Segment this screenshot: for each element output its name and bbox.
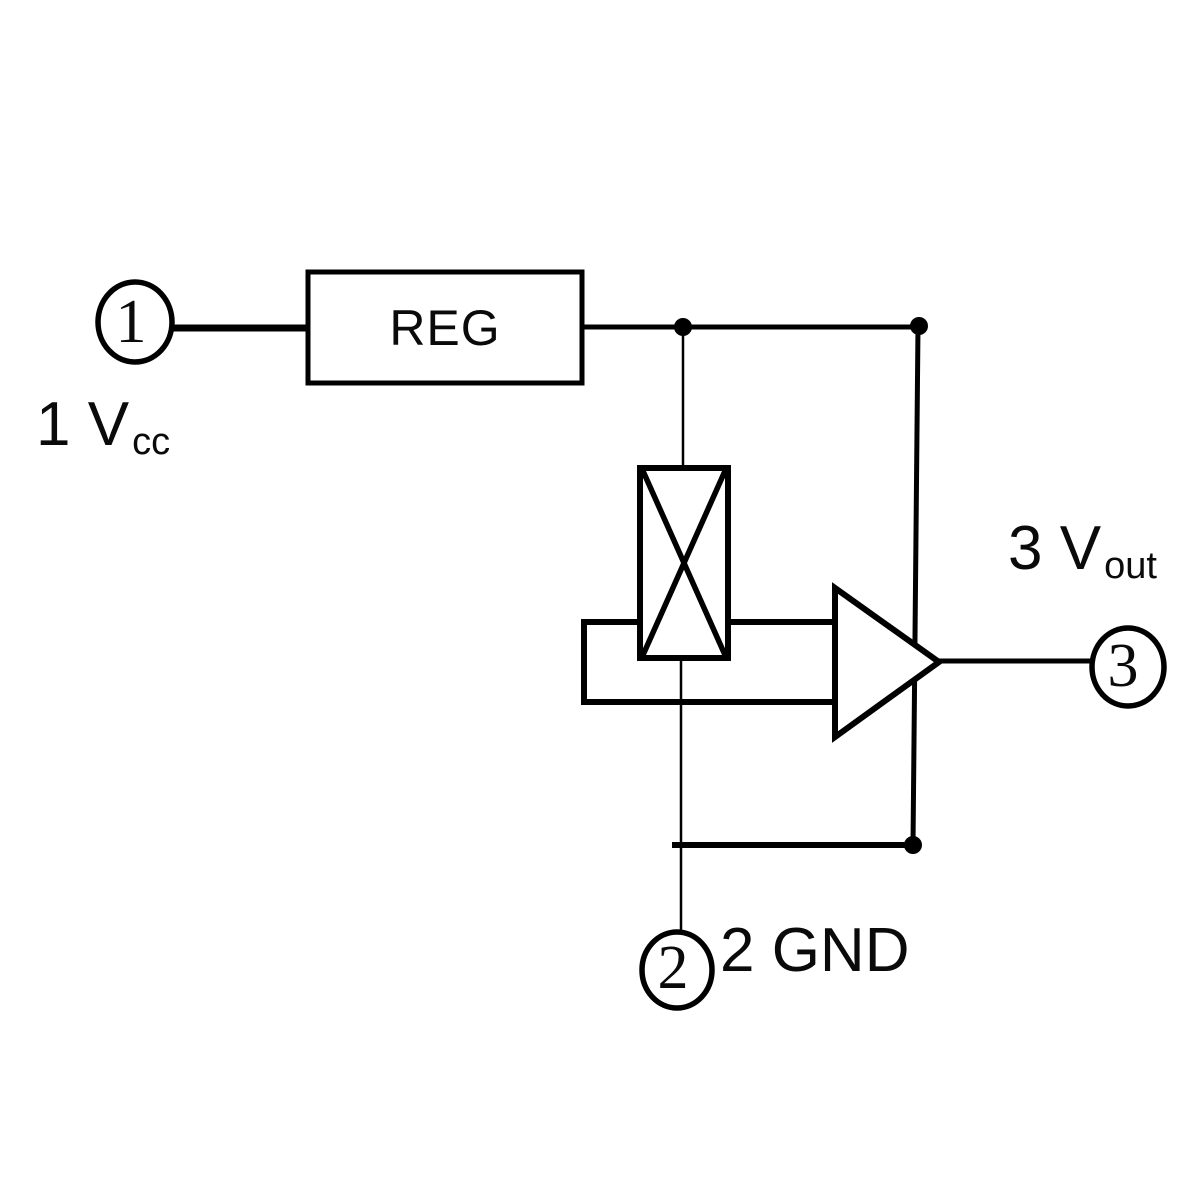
pin3-label-subscript: out	[1104, 545, 1157, 587]
pin1-label-subscript: cc	[132, 421, 171, 463]
reg-box-label: REG	[389, 299, 501, 356]
pin2-number: 2	[657, 934, 689, 1002]
wire-right-vertical	[910, 326, 921, 846]
pin2-label: 2 GND	[720, 916, 910, 985]
pin3-circle	[1089, 625, 1167, 709]
pin1-label: 1 Vcc	[36, 392, 170, 463]
pin1-label-main: 1 V	[36, 390, 130, 459]
junction-dot-bottom	[904, 836, 922, 854]
pin3-number: 3	[1107, 632, 1139, 700]
amplifier-triangle	[832, 582, 945, 743]
junction-dot-right	[910, 317, 928, 335]
pin1-number: 1	[115, 288, 147, 356]
pin3-label-main: 3 V	[1008, 514, 1102, 583]
pin3-label: 3 Vout	[1008, 516, 1157, 587]
junction-dot-left	[674, 318, 692, 336]
crystal-diagonal-up-icon	[640, 469, 728, 657]
pin2-circle	[639, 929, 715, 1011]
pin1-circle	[95, 279, 175, 365]
